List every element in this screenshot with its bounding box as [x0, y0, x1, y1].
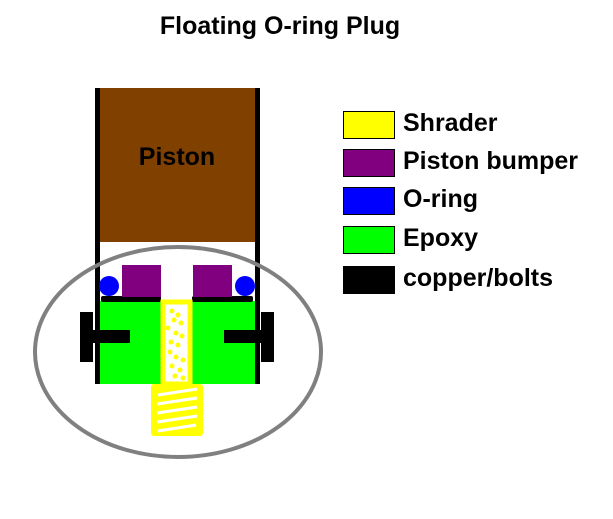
legend-swatch: [343, 149, 395, 177]
o-ring-right: [235, 276, 255, 296]
legend-label: O-ring: [403, 185, 478, 213]
diagram-title: Floating O-ring Plug: [159, 12, 401, 40]
piston: [100, 88, 255, 242]
copper-plate-left: [101, 296, 161, 302]
bolt-shaft-right: [224, 330, 261, 343]
legend-swatch: [343, 111, 395, 139]
cylinder-wall-right: [255, 88, 260, 384]
legend-swatch: [343, 187, 395, 215]
shrader-dots: [165, 308, 186, 381]
bolt-head-left: [80, 312, 93, 362]
legend-swatch: [343, 226, 395, 254]
copper-plate-right: [192, 296, 253, 302]
bolt-head-right: [261, 312, 274, 362]
o-ring-left: [99, 276, 119, 296]
detail-ellipse: [33, 245, 323, 459]
cylinder-wall-left: [95, 88, 100, 384]
legend-label: Shrader: [403, 109, 498, 137]
legend-label: copper/bolts: [403, 264, 554, 292]
piston-bumper-left: [122, 265, 161, 297]
piston-bumper-right: [193, 265, 232, 297]
piston-label: Piston: [138, 143, 216, 171]
shrader-threads: [156, 387, 198, 433]
legend-label: Epoxy: [403, 224, 479, 252]
legend-label: Piston bumper: [403, 147, 579, 175]
bolt-shaft-left: [93, 330, 130, 343]
legend-swatch: [343, 266, 395, 294]
